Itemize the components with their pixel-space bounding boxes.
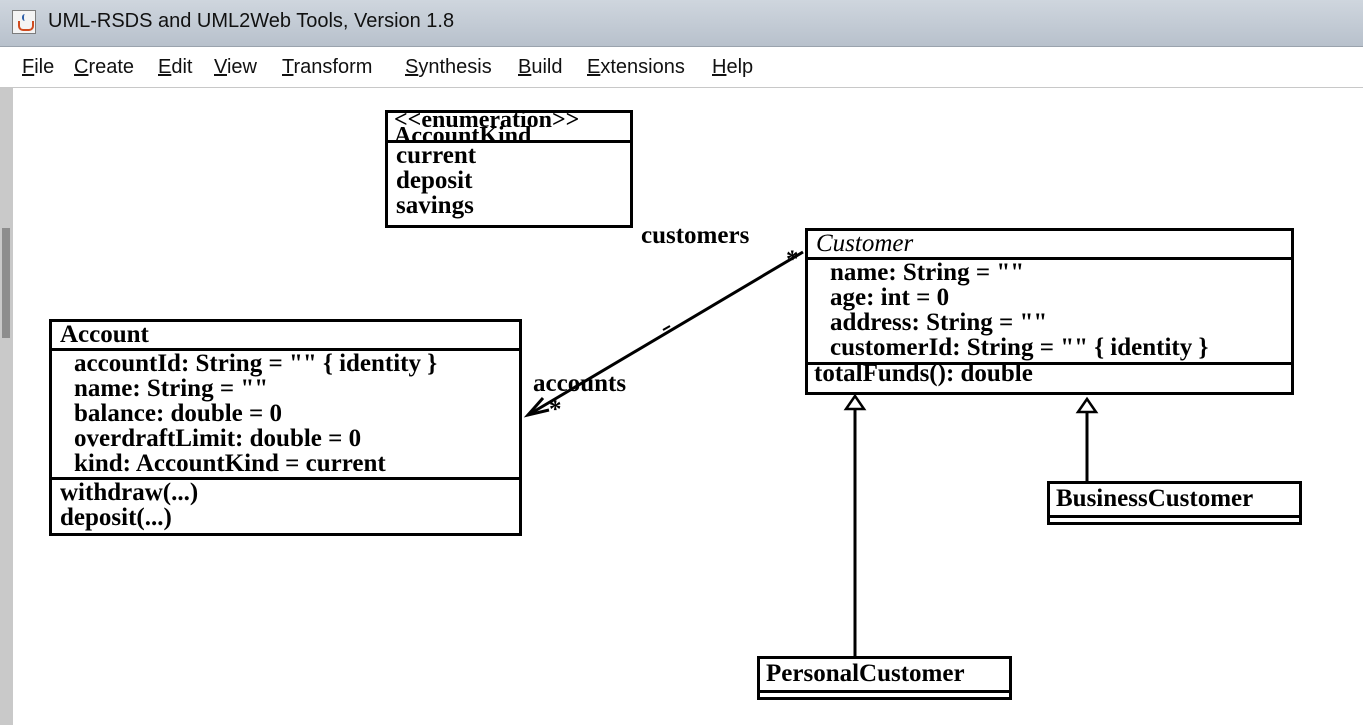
menu-edit[interactable]: Edit [158,56,193,78]
class-customer-attributes: name: String = "" age: int = 0 address: … [808,260,1291,365]
menu-bar: File Create Edit View Transform Synthesi… [0,47,1363,88]
generalization-personal-arrow [843,393,867,411]
multiplicity-customers: * [786,246,799,273]
class-account-operations: withdraw(...) deposit(...) [52,480,519,530]
menu-synthesis[interactable]: Synthesis [405,56,492,78]
role-accounts-label: accounts [533,370,627,397]
class-account-attributes: accountId: String = "" { identity } name… [52,351,519,480]
enum-literal: deposit [396,167,473,194]
menu-help[interactable]: Help [712,56,754,78]
attribute: name: String = "" [830,259,1025,286]
association-line[interactable] [527,250,804,417]
class-personalcustomer-header: PersonalCustomer [760,661,1009,693]
window-title: UML-RSDS and UML2Web Tools, Version 1.8 [48,10,455,32]
class-account[interactable]: Account accountId: String = "" { identit… [49,319,522,536]
class-account-header: Account [52,322,519,351]
association-tick [662,325,671,331]
enum-literal: savings [396,192,474,219]
class-businesscustomer-name: BusinessCustomer [1056,485,1254,512]
attribute: customerId: String = "" { identity } [830,334,1209,361]
menu-extensions[interactable]: Extensions [587,56,685,78]
enum-header: <<enumeration>> AccountKind [388,113,630,143]
title-bar: UML-RSDS and UML2Web Tools, Version 1.8 [0,0,1363,47]
enum-accountkind[interactable]: <<enumeration>> AccountKind current depo… [385,110,633,228]
attribute: name: String = "" [74,375,269,402]
operation: withdraw(...) [60,479,199,506]
menu-transform[interactable]: Transform [282,56,373,78]
attribute: accountId: String = "" { identity } [74,350,438,377]
class-customer-operations: totalFunds(): double [808,361,1291,386]
generalization-business-arrow [1075,396,1099,414]
java-cup-icon [12,10,36,34]
enum-literals: current deposit savings [388,143,630,218]
class-customer[interactable]: Customer name: String = "" age: int = 0 … [805,228,1294,395]
menu-build[interactable]: Build [518,56,563,78]
enum-literal: current [396,142,477,169]
association-arrowhead [523,397,550,418]
menu-create[interactable]: Create [74,56,135,78]
multiplicity-accounts: * [549,396,562,423]
role-customers-label: customers [641,222,750,249]
scroll-thumb[interactable] [2,228,10,338]
class-personalcustomer[interactable]: PersonalCustomer [757,656,1012,700]
operation: deposit(...) [60,504,172,531]
menu-file[interactable]: File [22,56,55,78]
class-customer-name: Customer [816,230,914,257]
class-customer-header: Customer [808,231,1291,260]
operation: totalFunds(): double [814,360,1033,387]
menu-view[interactable]: View [214,56,257,78]
left-scrollbar[interactable] [0,88,13,725]
attribute: address: String = "" [830,309,1048,336]
attribute: age: int = 0 [830,284,950,311]
class-businesscustomer-header: BusinessCustomer [1050,486,1299,518]
attribute: overdraftLimit: double = 0 [74,425,362,452]
enum-stereotype: <<enumeration>> [394,113,580,133]
attribute: kind: AccountKind = current [74,450,386,477]
class-businesscustomer[interactable]: BusinessCustomer [1047,481,1302,525]
class-account-name: Account [60,321,149,348]
attribute: balance: double = 0 [74,400,283,427]
class-personalcustomer-name: PersonalCustomer [766,660,965,687]
enum-name: AccountKind [394,123,532,143]
